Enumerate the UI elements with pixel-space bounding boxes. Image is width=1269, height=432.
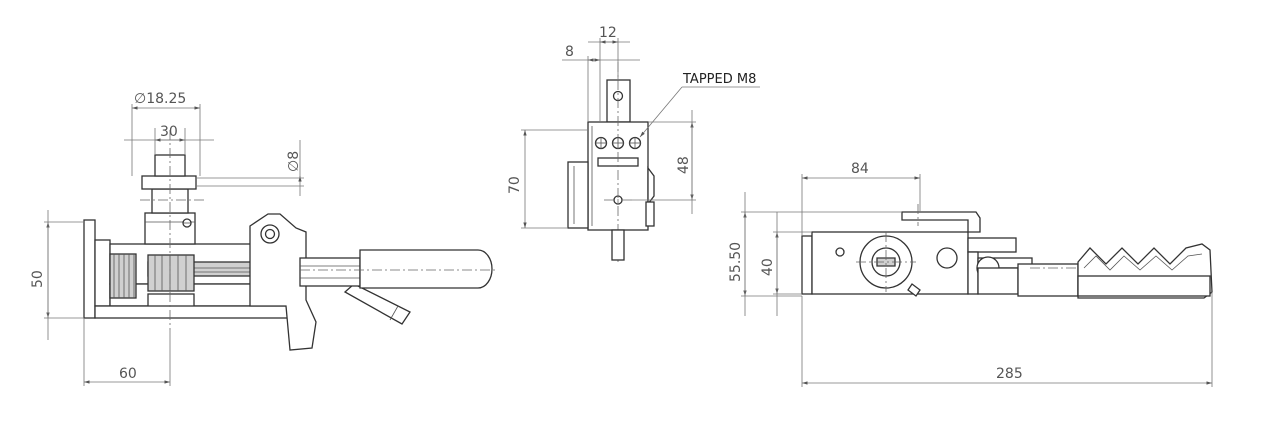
dimension-12: 12 <box>588 25 630 122</box>
dimension-40: 40 <box>760 212 812 316</box>
label-8: 8 <box>565 44 574 60</box>
label-diameter-18-25: ∅18.25 <box>134 91 186 107</box>
ratchet-wheel <box>147 254 195 292</box>
label-40: 40 <box>760 258 776 276</box>
dimension-70: 70 <box>507 129 588 229</box>
label-55-50: 55.50 <box>728 242 744 282</box>
dimension-8: 8 <box>562 44 640 122</box>
label-84: 84 <box>851 161 869 177</box>
dimension-84: 84 <box>801 161 921 236</box>
spring-coil <box>109 253 137 299</box>
dimension-60: 60 <box>83 318 171 386</box>
label-30: 30 <box>160 124 178 140</box>
label-285: 285 <box>996 366 1023 382</box>
side-view: ∅18.25 30 ∅8 50 <box>30 91 496 386</box>
handle <box>299 249 496 289</box>
tapped-m8-callout: TAPPED M8 <box>639 72 760 138</box>
label-70: 70 <box>507 176 523 194</box>
dimension-30: 30 <box>124 124 214 155</box>
dimension-50: 50 <box>30 210 84 340</box>
dimension-diameter-8: ∅8 <box>196 140 304 196</box>
dimension-285: 285 <box>801 292 1213 387</box>
label-tapped-m8: TAPPED M8 <box>682 72 756 87</box>
grip <box>1077 243 1213 299</box>
label-12: 12 <box>599 25 617 41</box>
label-diameter-8: ∅8 <box>286 151 302 172</box>
label-60: 60 <box>119 366 137 382</box>
dimension-48: 48 <box>632 110 696 214</box>
hub <box>856 232 916 292</box>
label-48: 48 <box>676 156 692 174</box>
end-view: 12 8 70 48 TAPPED M8 <box>507 25 760 262</box>
pawl-lever <box>343 283 411 325</box>
label-50: 50 <box>30 270 46 288</box>
tapped-holes <box>594 136 642 150</box>
dimension-55-50: 55.50 <box>728 192 902 316</box>
top-view: 84 55.50 40 285 <box>728 161 1213 387</box>
